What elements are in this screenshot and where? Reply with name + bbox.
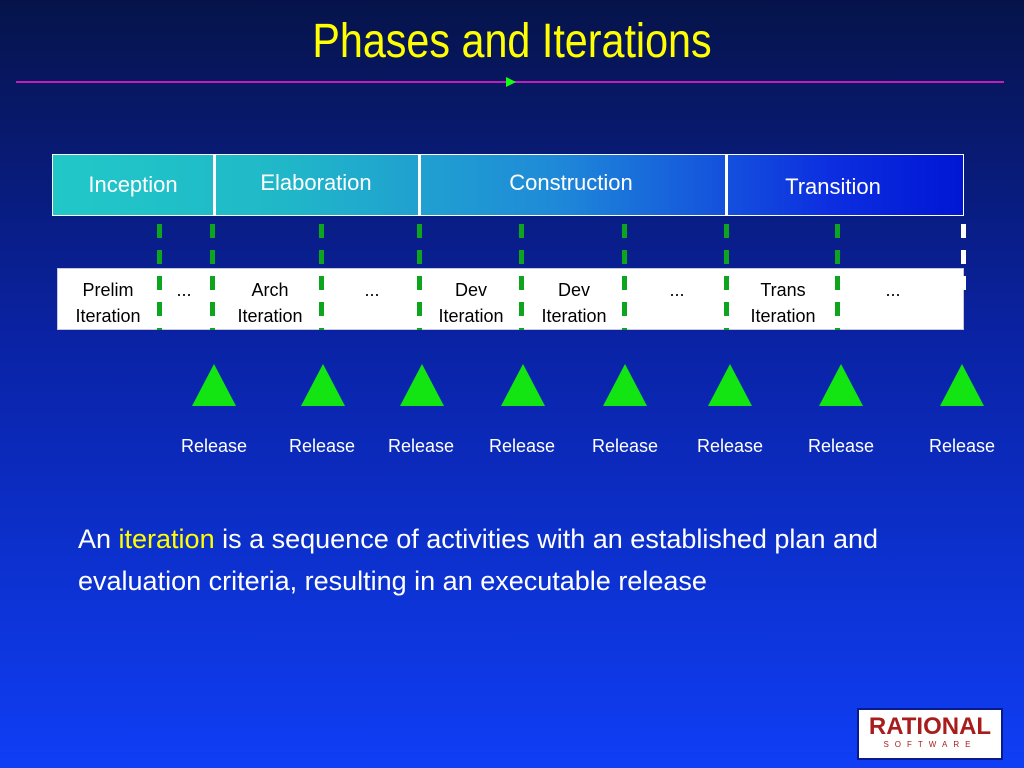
logo-sub-text: SOFTWARE [883, 740, 977, 749]
iteration-divider [417, 224, 422, 330]
release-label: Release [288, 436, 356, 456]
iteration-label: ... [669, 280, 685, 300]
iteration-bar: Prelim Iteration ... Arch Iteration ... … [57, 268, 964, 330]
iteration-divider [961, 224, 966, 302]
iteration-label: Dev [454, 280, 487, 300]
release-triangle-icon [940, 364, 984, 406]
release-label: Release [591, 436, 659, 456]
iteration-cell: Prelim Iteration [58, 277, 158, 327]
arrow-right-icon [506, 77, 516, 87]
iteration-label: ... [176, 280, 192, 300]
release-label: Release [928, 436, 996, 456]
phase-elaboration: Elaboration [260, 170, 372, 195]
phase-inception: Inception [88, 172, 178, 197]
iteration-divider [319, 224, 324, 330]
iteration-label: Trans [760, 280, 806, 300]
description-suffix: is a sequence of activities with an esta… [78, 524, 879, 596]
description-highlight: iteration [118, 524, 215, 554]
release-label: Release [807, 436, 875, 456]
release-triangle-icon [603, 364, 647, 406]
iteration-divider [519, 224, 524, 330]
iteration-label: Prelim [82, 280, 134, 300]
description-prefix: An [78, 524, 119, 554]
iteration-label: Dev [557, 280, 590, 300]
release-triangle-icon [192, 364, 236, 406]
iteration-divider [157, 224, 162, 330]
iteration-divider [210, 224, 215, 330]
logo-main-text: RATIONAL [868, 713, 992, 740]
phase-divider [213, 155, 216, 215]
iteration-label: ... [364, 280, 380, 300]
release-triangle-icon [501, 364, 545, 406]
iteration-label: ... [885, 280, 901, 300]
iteration-label: Iteration [75, 306, 141, 326]
slide-title: Phases and Iterations [312, 15, 712, 68]
phase-construction: Construction [509, 170, 633, 195]
iteration-label: Iteration [237, 306, 303, 326]
iteration-divider [835, 224, 840, 330]
iteration-cell: Arch Iteration [218, 277, 322, 327]
release-triangle-icon [400, 364, 444, 406]
phase-divider [418, 155, 421, 215]
release-label: Release [696, 436, 764, 456]
phase-divider [725, 155, 728, 215]
iteration-cell: Trans Iteration [728, 277, 838, 327]
iteration-label: Iteration [438, 306, 504, 326]
iteration-cell: ... [838, 277, 948, 327]
release-label: Release [387, 436, 455, 456]
iteration-cell: ... [324, 277, 420, 327]
iteration-cell: ... [158, 277, 210, 327]
iteration-cell: ... [626, 277, 728, 327]
iteration-divider [724, 224, 729, 330]
phase-bar: Inception Elaboration Construction Trans… [52, 154, 964, 216]
iteration-cell: Dev Iteration [522, 277, 626, 327]
release-label: Release [180, 436, 248, 456]
iteration-divider [622, 224, 627, 330]
iteration-label: Arch [251, 280, 289, 300]
release-triangle-icon [819, 364, 863, 406]
release-triangle-icon [708, 364, 752, 406]
phase-transition: Transition [785, 174, 881, 199]
iteration-label: Iteration [541, 306, 607, 326]
release-label: Release [488, 436, 556, 456]
iteration-cell: Dev Iteration [420, 277, 522, 327]
release-triangle-icon [301, 364, 345, 406]
description-text: An iteration is a sequence of activities… [78, 518, 958, 602]
iteration-label: Iteration [750, 306, 816, 326]
rational-logo: RATIONAL SOFTWARE [857, 708, 1003, 760]
